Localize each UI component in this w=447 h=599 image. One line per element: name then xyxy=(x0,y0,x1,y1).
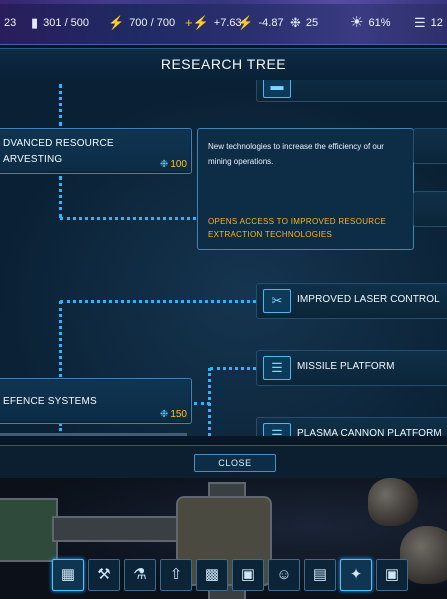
credits-counter: ☰ 12 xyxy=(414,15,443,31)
missile-icon: ☰ xyxy=(263,356,291,380)
bottom-toolbar: ▦ ⚒ ⚗ ⇧ ▩ ▣ ☺ ▤ ✦ ▣ xyxy=(52,559,408,592)
connector-line xyxy=(60,217,196,220)
research-counter: ❉ 25 xyxy=(290,15,318,31)
hydrogen-value: 301 / 500 xyxy=(43,17,90,29)
page-title: RESEARCH TREE xyxy=(0,48,447,81)
light-icon: ☀ xyxy=(350,14,364,31)
people-icon[interactable]: ☺ xyxy=(268,559,300,591)
tech-node-label-line2: ARVESTING xyxy=(3,154,63,165)
credits-value: 12 xyxy=(430,17,443,29)
close-button[interactable]: CLOSE xyxy=(194,454,276,472)
hydrogen-icon: ▮ xyxy=(31,15,39,30)
connector-line xyxy=(59,84,62,126)
tech-node-label: EFENCE SYSTEMS xyxy=(3,396,97,407)
stats-icon[interactable]: ▩ xyxy=(196,559,228,591)
energy-drain-icon: -⚡ xyxy=(233,15,254,30)
cargo-icon[interactable]: ▣ xyxy=(232,559,264,591)
tech-node-defence-systems[interactable]: EFENCE SYSTEMS ❉150 xyxy=(0,378,192,424)
tech-node-label: DVANCED RESOURCE xyxy=(3,138,114,149)
connector-line xyxy=(60,300,256,303)
plasma-icon: ☰ xyxy=(263,423,291,436)
hydrogen-counter: ▮ 301 / 500 xyxy=(31,15,89,31)
camera-icon[interactable]: ▣ xyxy=(376,559,408,591)
connector-line xyxy=(59,176,62,218)
research-footer: CLOSE xyxy=(0,445,447,479)
connector-line xyxy=(59,301,62,377)
research-icon: ❉ xyxy=(290,15,301,30)
tech-unlocks-text: OPENS ACCESS TO IMPROVED RESOURCE EXTRAC… xyxy=(208,217,387,239)
defense-icon[interactable]: ✦ xyxy=(340,559,372,591)
tech-node-improved-laser-control[interactable]: ✂ IMPROVED LASER CONTROL xyxy=(256,283,447,319)
log-icon[interactable]: ▤ xyxy=(304,559,336,591)
tech-node-advanced-resource-harvesting[interactable]: DVANCED RESOURCE ARVESTING ❉100 xyxy=(0,128,192,174)
rocket-icon[interactable]: ⇧ xyxy=(160,559,192,591)
tech-node-cost: ❉100 xyxy=(160,159,187,170)
flask-icon[interactable]: ⚗ xyxy=(124,559,156,591)
research-tree-area[interactable]: ▬ DVANCED RESOURCE ARVESTING ❉100 New te… xyxy=(0,80,447,436)
energy-drain-value: -4.87 xyxy=(258,17,284,29)
horizontal-scrollbar[interactable] xyxy=(0,433,187,436)
tech-icon: ▬ xyxy=(263,80,291,98)
energy-income: +⚡ +7.63 xyxy=(185,15,242,31)
cost-value: 100 xyxy=(170,159,187,170)
connector-line xyxy=(210,367,256,370)
asteroid[interactable] xyxy=(368,478,418,526)
tech-node-cost: ❉150 xyxy=(160,409,187,420)
research-icon: ❉ xyxy=(159,159,169,170)
cost-value: 150 xyxy=(170,409,187,420)
resource-bar: 23 ▮ 301 / 500 ⚡ 700 / 700 +⚡ +7.63 -⚡ -… xyxy=(0,0,447,45)
grid-icon[interactable]: ▦ xyxy=(52,559,84,591)
tech-node-partial[interactable] xyxy=(413,191,447,227)
light-counter: ☀ 61% xyxy=(350,15,390,31)
energy-value: 700 / 700 xyxy=(129,17,176,29)
research-value: 25 xyxy=(305,17,319,29)
connector-line xyxy=(194,402,210,405)
crew-counter: 23 xyxy=(4,15,16,31)
connector-line xyxy=(59,423,62,436)
tech-node-partial[interactable]: ▬ xyxy=(256,80,447,102)
energy-income-value: +7.63 xyxy=(213,17,242,29)
light-value: 61% xyxy=(368,17,391,29)
tech-description: New technologies to increase the efficie… xyxy=(208,142,384,166)
crew-value: 23 xyxy=(4,17,17,29)
game-view[interactable] xyxy=(0,478,447,599)
tech-node-label: MISSILE PLATFORM xyxy=(297,361,395,372)
tech-node-label: PLASMA CANNON PLATFORM xyxy=(297,428,442,436)
laser-icon: ✂ xyxy=(263,289,291,313)
energy-counter: ⚡ 700 / 700 xyxy=(108,15,175,31)
credits-icon: ☰ xyxy=(414,15,426,30)
tech-node-plasma-cannon-platform[interactable]: ☰ PLASMA CANNON PLATFORM xyxy=(256,417,447,436)
research-icon: ❉ xyxy=(159,409,169,420)
energy-icon: ⚡ xyxy=(108,15,125,30)
tech-node-label: IMPROVED LASER CONTROL xyxy=(297,294,440,305)
tech-node-partial[interactable] xyxy=(413,128,447,164)
tech-node-missile-platform[interactable]: ☰ MISSILE PLATFORM xyxy=(256,350,447,386)
station-module[interactable] xyxy=(0,498,58,562)
energy-drain: -⚡ -4.87 xyxy=(233,15,284,31)
tools-icon[interactable]: ⚒ xyxy=(88,559,120,591)
tech-info-panel: New technologies to increase the efficie… xyxy=(197,128,414,250)
energy-income-icon: +⚡ xyxy=(185,15,209,30)
